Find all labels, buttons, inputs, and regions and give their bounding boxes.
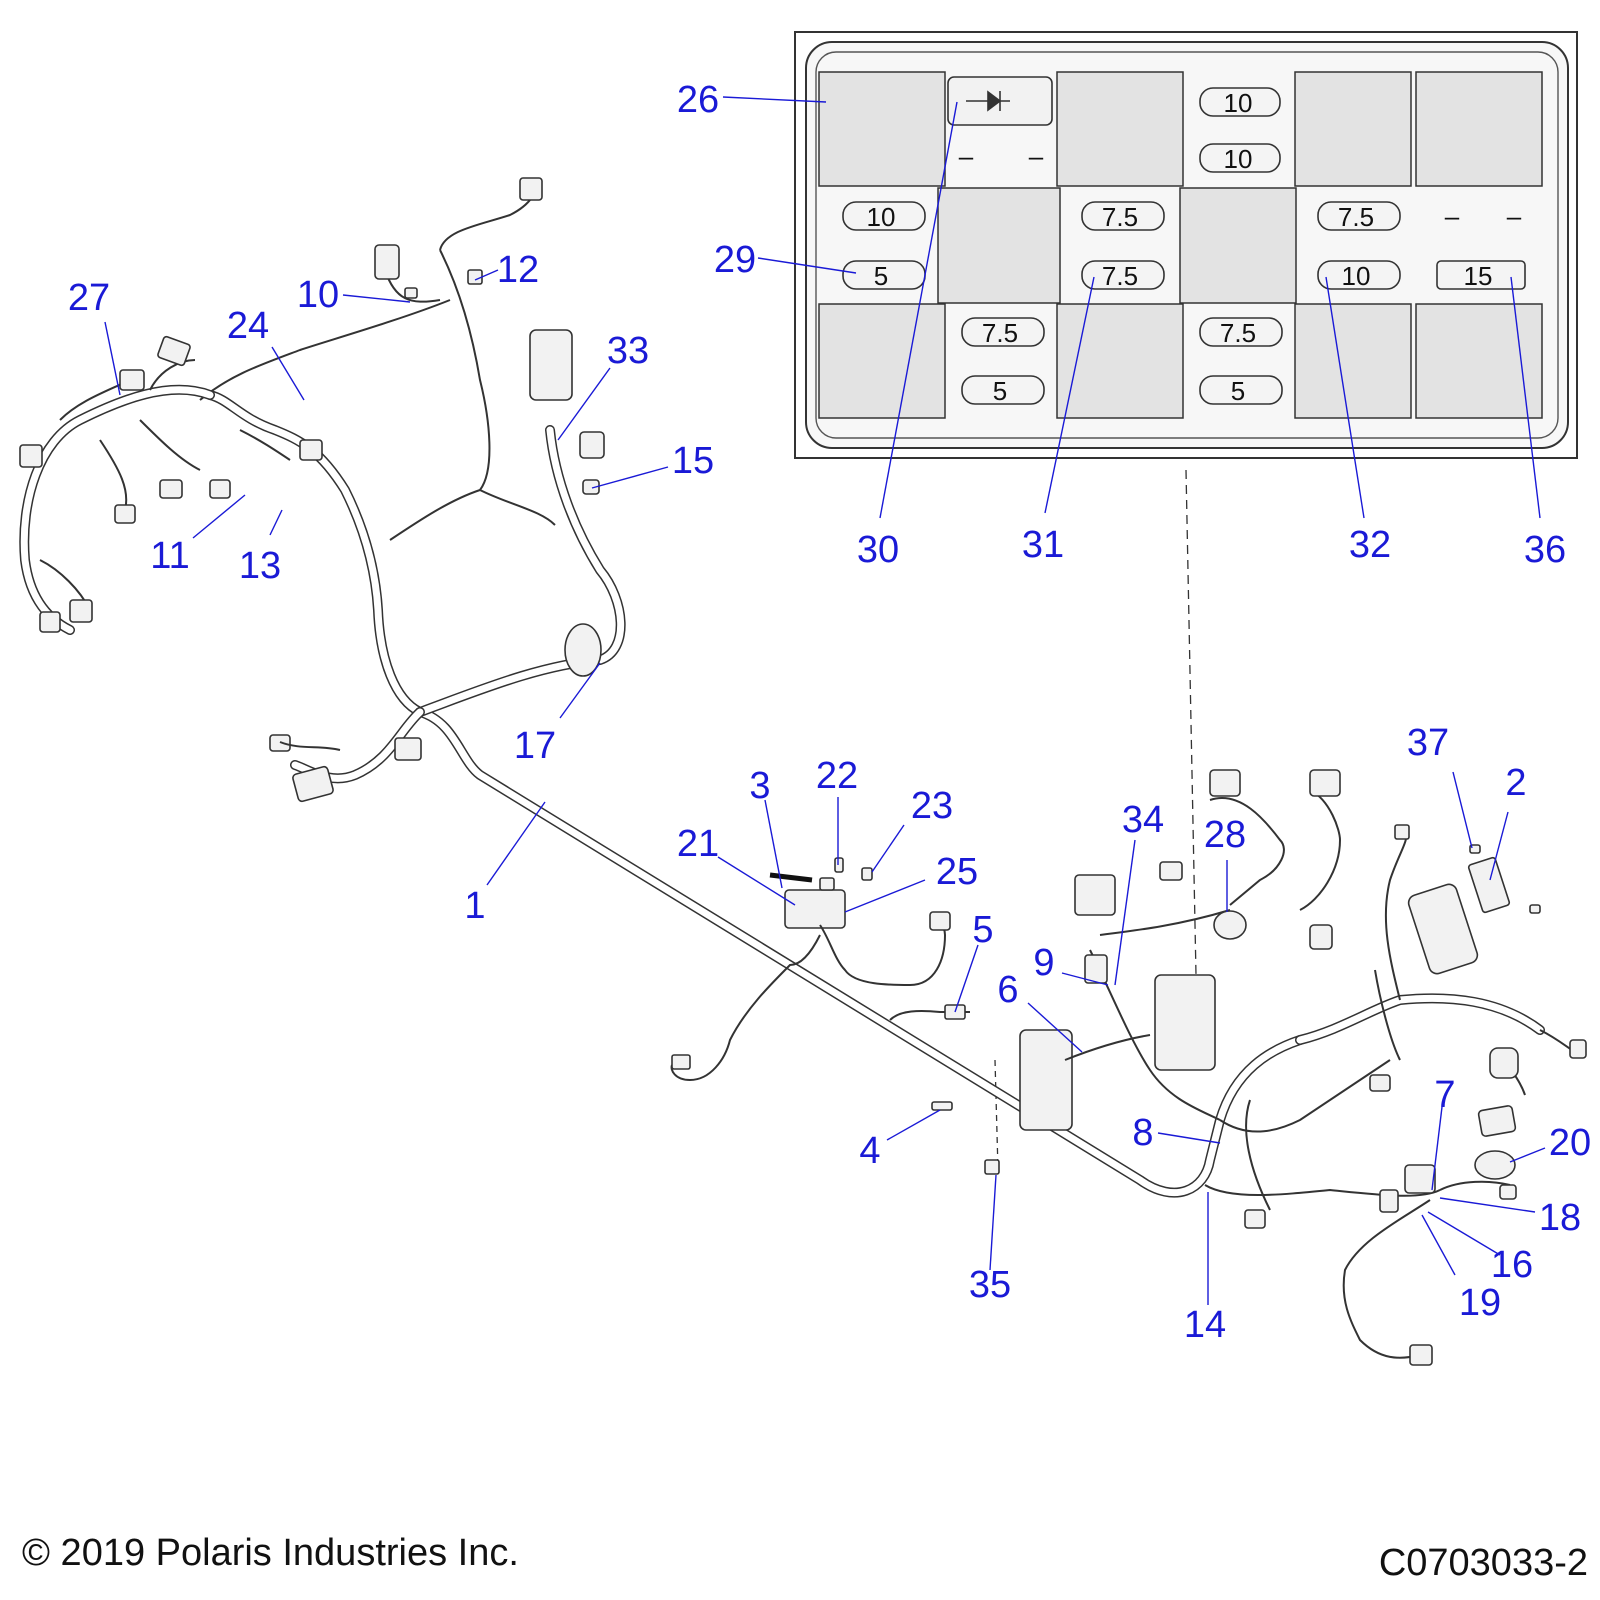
svg-text:7.5: 7.5 [1102, 261, 1138, 291]
fuse-box-inset: – – – – 10 10 10 5 7.5 7.5 7.5 10 7.5 5 … [794, 31, 1578, 459]
fuse: 7.5 [1081, 260, 1165, 291]
relay-block [818, 71, 946, 187]
callout-37: 37 [1407, 722, 1449, 764]
fuse: 10 [1199, 143, 1281, 174]
callout-14: 14 [1184, 1304, 1226, 1346]
svg-text:7.5: 7.5 [1220, 318, 1256, 348]
connector-28 [1213, 910, 1247, 940]
svg-text:5: 5 [1231, 376, 1245, 406]
relay-block [1179, 187, 1297, 304]
fuse: 5 [961, 375, 1045, 406]
svg-text:10: 10 [1342, 261, 1371, 291]
relay-block [1415, 303, 1543, 419]
copyright-notice: © 2019 Polaris Industries Inc. [22, 1532, 519, 1574]
callout-16: 16 [1491, 1244, 1533, 1286]
relay-block [818, 303, 946, 419]
svg-text:7.5: 7.5 [982, 318, 1018, 348]
empty-fuse-slot: – [1029, 141, 1044, 171]
callout-27: 27 [68, 277, 110, 319]
fuse-box-cover-2 [1467, 856, 1511, 914]
relay-block [1056, 303, 1184, 419]
callout-26: 26 [677, 79, 719, 121]
callout-10: 10 [297, 274, 339, 316]
empty-fuse-slot: – [959, 141, 974, 171]
svg-text:5: 5 [874, 261, 888, 291]
fuse: 10 [1199, 87, 1281, 118]
clip-4 [931, 1101, 953, 1111]
callout-8: 8 [1132, 1112, 1153, 1154]
bracket-21 [784, 889, 846, 929]
diode-symbol-icon [966, 90, 1010, 112]
callout-23: 23 [911, 785, 953, 827]
wire-harness [19, 177, 1587, 1366]
callout-2: 2 [1505, 762, 1526, 804]
callout-1: 1 [464, 885, 485, 927]
svg-text:5: 5 [993, 376, 1007, 406]
callout-28: 28 [1204, 814, 1246, 856]
callout-24: 24 [227, 305, 269, 347]
callout-19: 19 [1459, 1282, 1501, 1324]
callout-36: 36 [1524, 529, 1566, 571]
callout-34: 34 [1122, 799, 1164, 841]
callout-25: 25 [936, 851, 978, 893]
grommet-17 [564, 623, 602, 677]
fuse: 5 [1199, 375, 1283, 406]
svg-text:10: 10 [1224, 88, 1253, 118]
relay-block [937, 187, 1061, 304]
callout-4: 4 [859, 1130, 880, 1172]
reference-line [994, 1059, 999, 1171]
fuse: 10 [1317, 260, 1401, 291]
callout-18: 18 [1539, 1197, 1581, 1239]
fastener-35 [984, 1159, 1000, 1175]
callout-21: 21 [677, 823, 719, 865]
empty-fuse-slot: – [1507, 201, 1522, 231]
callout-30: 30 [857, 529, 899, 571]
callout-15: 15 [672, 440, 714, 482]
relay-block [1056, 71, 1184, 187]
fuse: 10 [842, 201, 926, 232]
svg-text:7.5: 7.5 [1338, 202, 1374, 232]
callout-12: 12 [497, 249, 539, 291]
relay-block [1294, 71, 1412, 187]
callout-31: 31 [1022, 524, 1064, 566]
callout-labels: 26 29 30 31 32 36 27 24 10 12 11 13 33 1… [68, 79, 1591, 1346]
svg-text:10: 10 [1224, 144, 1253, 174]
svg-text:7.5: 7.5 [1102, 202, 1138, 232]
callout-6: 6 [997, 969, 1018, 1011]
fuse: 7.5 [961, 317, 1045, 348]
relay-block [1415, 71, 1543, 187]
drawing-number: C0703033-2 [1378, 1542, 1588, 1584]
callout-17: 17 [514, 725, 556, 767]
callout-35: 35 [969, 1264, 1011, 1306]
control-module [1019, 1029, 1073, 1131]
inset-reference-line [1185, 469, 1197, 976]
callout-5: 5 [972, 909, 993, 951]
callout-leaders [104, 96, 1546, 1305]
callout-13: 13 [239, 545, 281, 587]
fuse: 7.5 [1199, 317, 1283, 348]
fuse: 7.5 [1081, 201, 1165, 232]
fuse: 15 [1436, 260, 1526, 291]
fuse: 5 [842, 260, 926, 291]
callout-7: 7 [1434, 1074, 1455, 1116]
connector-33 [529, 329, 573, 401]
callout-3: 3 [749, 765, 770, 807]
callout-29: 29 [714, 239, 756, 281]
fuse: 7.5 [1317, 201, 1401, 232]
relay-block [1294, 303, 1412, 419]
svg-text:15: 15 [1464, 261, 1493, 291]
callout-20: 20 [1549, 1122, 1591, 1164]
callout-32: 32 [1349, 524, 1391, 566]
callout-33: 33 [607, 330, 649, 372]
callout-9: 9 [1033, 942, 1054, 984]
empty-fuse-slot: – [1445, 201, 1460, 231]
callout-22: 22 [816, 755, 858, 797]
fuse-box-housing [1407, 883, 1479, 975]
svg-text:10: 10 [867, 202, 896, 232]
cover-20 [1474, 1150, 1516, 1180]
callout-11: 11 [150, 535, 189, 577]
